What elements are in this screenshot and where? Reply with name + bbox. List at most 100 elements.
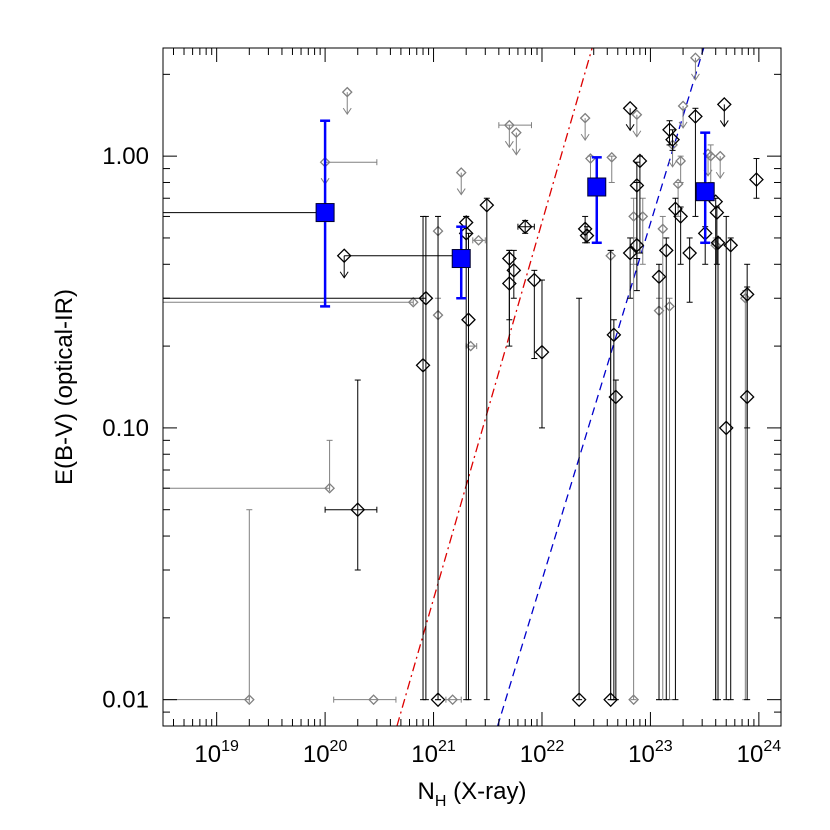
diamond-marker (739, 389, 755, 405)
data-point (709, 205, 725, 265)
diamond-marker (710, 235, 726, 251)
binned-mean (315, 119, 335, 308)
data-point (430, 215, 446, 708)
x-tick-label: 1024 (737, 738, 782, 768)
diamond-marker (749, 172, 764, 187)
data-point (510, 127, 522, 156)
upper-limit-arrowhead (504, 140, 514, 149)
data-point (688, 107, 703, 217)
data-point (163, 296, 419, 308)
data-point (606, 151, 618, 183)
upper-limit-arrowhead (678, 121, 688, 129)
upper-limit-arrowhead (715, 171, 725, 180)
diamond-marker (682, 245, 698, 261)
x-tick-label-base: 10 (520, 741, 547, 768)
x-tick-label-exponent: 22 (546, 738, 564, 755)
x-tick-label-base: 10 (628, 741, 655, 768)
diamond-marker (534, 344, 550, 360)
diamond-marker (455, 167, 467, 178)
fit-lines (396, 47, 705, 727)
x-tick-label-base: 10 (737, 741, 764, 768)
upper-limit-arrowhead (339, 271, 349, 279)
diamond-marker (688, 109, 703, 124)
diamond-marker (714, 150, 726, 162)
data-point (324, 379, 378, 571)
diamond-marker (243, 694, 255, 706)
diamond-marker (503, 119, 515, 131)
x-tick-label-exponent: 24 (763, 738, 781, 755)
upper-limit-arrowhead (580, 133, 590, 142)
upper-limit-arrowhead (511, 148, 521, 156)
data-point (415, 215, 431, 701)
diamond-marker (579, 112, 591, 124)
data-point (534, 279, 550, 429)
data-point (651, 263, 667, 701)
diamond-marker (430, 692, 446, 708)
diamond-marker (350, 502, 366, 518)
upper-limit-arrowhead (625, 124, 635, 132)
binned-mean-square (587, 177, 607, 197)
x-tick-label: 1019 (194, 738, 239, 768)
data-point (739, 263, 755, 429)
diamond-marker (690, 52, 701, 64)
diamond-marker (571, 692, 587, 708)
data-point (658, 237, 674, 701)
diamond-marker (324, 482, 336, 494)
x-tick-label: 1023 (628, 738, 673, 768)
diamond-marker (407, 296, 419, 308)
data-point (632, 153, 648, 254)
upper-limit-arrowhead (691, 73, 700, 81)
x-tick-label-exponent: 23 (655, 738, 673, 755)
data-point (333, 694, 397, 706)
x-axis-title: NH (X-ray) (418, 778, 527, 810)
diamond-marker (479, 197, 495, 213)
upper-limit-arrowhead (668, 160, 677, 168)
data-point (714, 150, 726, 180)
data-point (506, 249, 522, 299)
x-axis-title-main: N (418, 778, 435, 805)
diamond-marker (510, 127, 522, 139)
data-point (341, 86, 353, 116)
diamond-marker (465, 340, 477, 352)
binned-mean-square (451, 249, 471, 269)
diamond-marker (606, 327, 622, 343)
data-point (622, 237, 638, 299)
x-tick-label: 1020 (303, 738, 348, 768)
diamond-marker (622, 100, 638, 116)
diamond-marker (603, 692, 619, 708)
x-tick-label-exponent: 20 (330, 738, 348, 755)
data-point (479, 197, 495, 701)
diamond-marker (632, 153, 648, 169)
diamond-marker (368, 694, 380, 706)
diamond-marker (473, 234, 484, 246)
data-point (631, 109, 643, 138)
axis-ticks (163, 48, 781, 727)
diamond-marker (665, 132, 680, 148)
data-point (622, 100, 638, 132)
x-tick-label-base: 10 (194, 741, 221, 768)
data-point (526, 269, 542, 360)
data-point (723, 237, 739, 701)
binned-mean-square (695, 182, 715, 202)
data-point (672, 178, 684, 217)
data-point (517, 219, 535, 235)
diamond-marker (506, 262, 522, 278)
diamond-marker (341, 86, 353, 98)
x-tick-label: 1021 (411, 738, 456, 768)
diamond-marker (723, 237, 739, 253)
data-point (455, 167, 467, 196)
diamond-marker (675, 155, 687, 167)
x-tick-label-base: 10 (303, 741, 330, 768)
upper-limit-arrowhead (342, 107, 352, 116)
plot-frame (162, 47, 782, 727)
binned-mean (451, 225, 471, 300)
data-point (665, 129, 680, 151)
data-point (690, 52, 701, 81)
diamond-marker (447, 694, 459, 706)
fit-line-blue-dashed (497, 47, 705, 727)
upper-limit-arrowhead (719, 120, 729, 128)
x-axis-title-rest: (X-ray) (446, 778, 526, 805)
